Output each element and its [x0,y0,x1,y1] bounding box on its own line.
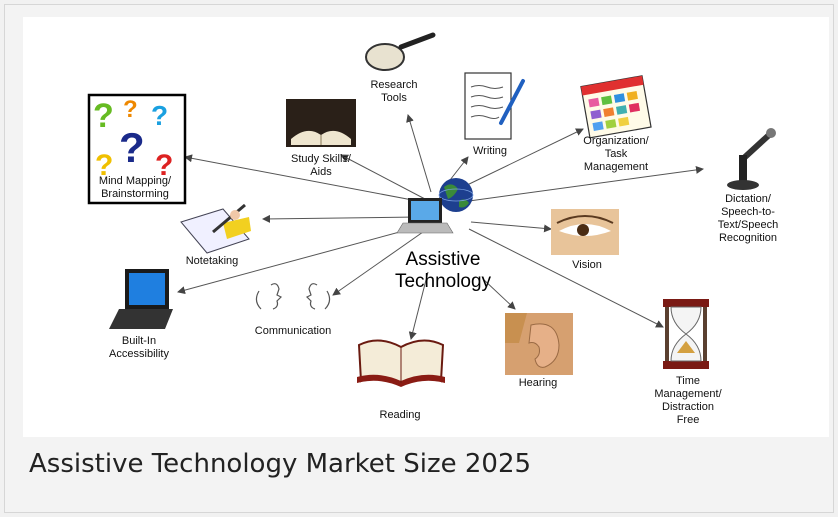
svg-text:?: ? [155,149,173,182]
eye-icon [551,209,619,255]
open-book-icon [286,99,356,147]
connector-arrows [177,114,704,340]
arrow-research [406,114,432,193]
diagram-graphics: ? ? ? ? ? ? [87,32,776,387]
question-marks-icon: ? ? ? ? ? ? [87,93,187,205]
node-label-mind-mapping: Mind Mapping/ Brainstorming [98,175,172,200]
arrow-hearing [482,278,516,310]
node-label-notetaking: Notetaking [185,255,239,267]
arrow-built-in [177,226,419,295]
node-label-reading: Reading [379,409,421,421]
node-label-built-in: Built-In Accessibility [109,335,169,360]
svg-text:?: ? [123,96,138,123]
laptop-icon [109,269,173,329]
arrow-notetaking [262,214,419,223]
node-label-organization: Organization/ Task Management [583,135,649,173]
arrow-dictation [468,165,704,202]
center-label: Assistive Technology [394,249,492,292]
node-label-writing: Writing [472,145,508,157]
svg-text:?: ? [119,124,145,171]
assistive-technology-diagram: ? ? ? ? ? ? [23,17,829,437]
pen-paper-icon [464,72,525,140]
hourglass-icon [663,299,709,369]
calendar-icon [580,75,652,139]
ear-icon [505,313,573,375]
hub-laptop-icon [396,198,454,234]
svg-text:?: ? [151,100,168,131]
notetaking-icon [180,203,251,254]
node-label-research-tools: Research Tools [370,79,418,104]
node-label-study-skills: Study Skills/ Aids [291,153,351,178]
arrow-reading [408,271,429,340]
magnifier-icon [365,32,436,71]
node-label-communication: Communication [254,325,332,337]
arrow-vision [470,221,552,233]
arrow-time [468,228,664,328]
arrow-study-skills [340,154,426,200]
hub-globe-icon [438,178,474,212]
node-label-hearing: Hearing [518,377,558,389]
image-caption: Assistive Technology Market Size 2025 [29,449,532,479]
svg-text:?: ? [93,97,114,135]
svg-text:?: ? [95,149,113,182]
node-label-dictation: Dictation/ Speech-to- Text/Speech Recogn… [717,193,779,244]
image-card: ? ? ? ? ? ? [4,4,834,513]
arrow-mind-mapping [184,154,424,203]
arrow-communication [332,231,424,296]
microphone-icon [727,128,776,190]
node-label-time-management: Time Management/ Distraction Free [654,375,722,426]
arrow-organization [462,128,584,188]
book-icon [357,339,445,387]
faces-icon [255,283,331,310]
node-label-vision: Vision [572,259,602,271]
